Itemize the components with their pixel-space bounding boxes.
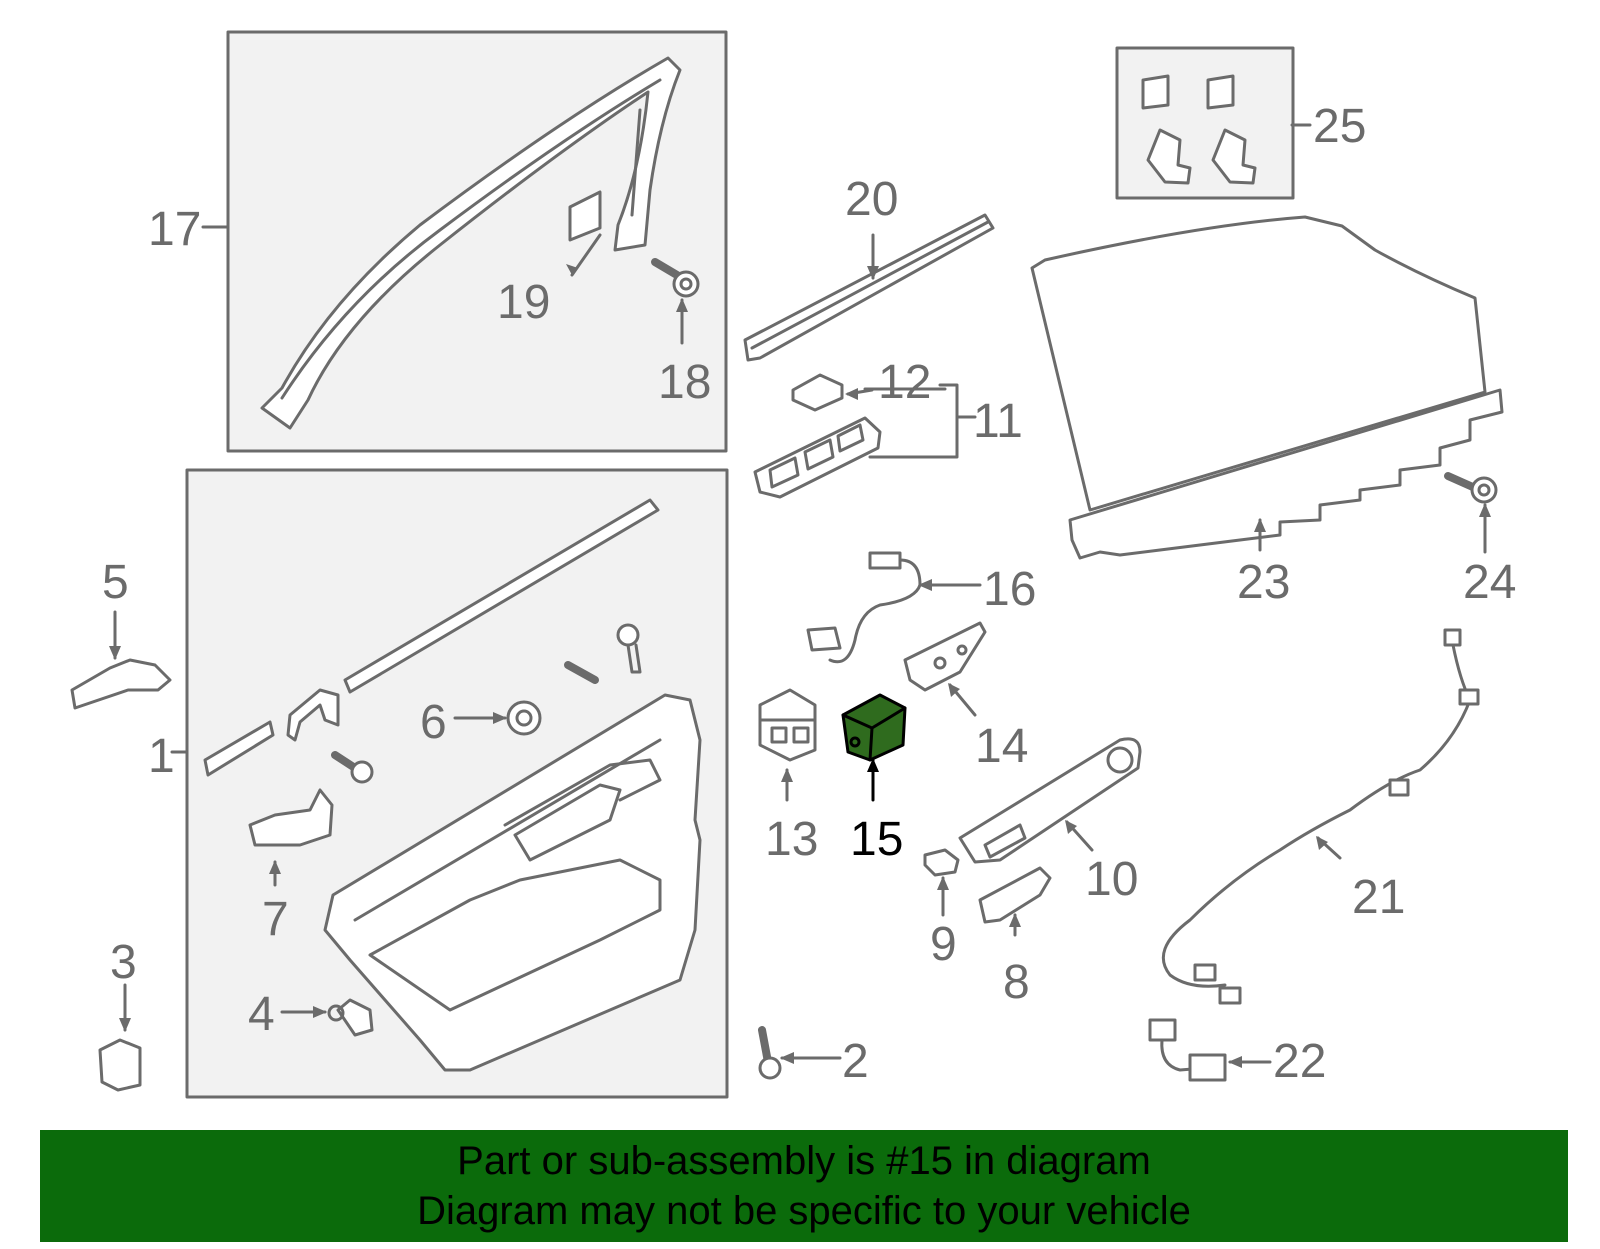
switch-part-13	[758, 688, 817, 762]
callout-22: 22	[1273, 1035, 1326, 1088]
arrowheads	[109, 264, 1491, 1068]
callout-8: 8	[1003, 956, 1030, 1009]
clips-part-25	[1141, 74, 1257, 185]
window-frame-molding	[260, 56, 682, 430]
belt-molding-part-20	[743, 213, 995, 362]
harness-part-16	[806, 551, 922, 664]
banner-line-part-info: Part or sub-assembly is #15 in diagram	[457, 1139, 1151, 1183]
callout-23: 23	[1237, 556, 1290, 609]
callout-10: 10	[1085, 853, 1138, 906]
banner-line-disclaimer: Diagram may not be specific to your vehi…	[417, 1189, 1191, 1233]
handle-part-8	[978, 866, 1052, 924]
info-banner: Part or sub-assembly is #15 in diagram D…	[40, 1130, 1568, 1242]
callout-15-highlighted: 15	[850, 813, 903, 866]
screw-part-18	[651, 258, 700, 298]
handle-bezel-part-10	[958, 737, 1142, 864]
callout-1: 1	[148, 730, 175, 783]
callout-3: 3	[110, 936, 137, 989]
callout-12: 12	[878, 356, 931, 409]
clip-part-4	[327, 998, 374, 1037]
callout-6: 6	[420, 696, 447, 749]
trim-strip-lower	[203, 720, 275, 777]
upper-trim-strip	[343, 498, 660, 694]
callout-13: 13	[765, 813, 818, 866]
callout-11: 11	[973, 395, 1023, 448]
callout-2: 2	[842, 1035, 869, 1088]
callout-20: 20	[845, 173, 898, 226]
screw-panel-mid	[331, 751, 374, 784]
harness-part-22	[1148, 1018, 1227, 1082]
bracket-part	[286, 688, 340, 742]
screw-panel-upper	[564, 623, 642, 684]
switch-part-15-highlighted	[841, 693, 907, 762]
harness-part-21	[1161, 628, 1480, 1005]
callout-14: 14	[975, 720, 1028, 773]
callout-16: 16	[983, 563, 1036, 616]
callout-labels: 17 19 18 20 12 11 25 16 23 24 5 6 1 14 1…	[102, 100, 1516, 1088]
callout-5: 5	[102, 556, 129, 609]
callout-18: 18	[658, 356, 711, 409]
callout-4: 4	[248, 988, 275, 1041]
switch-panel-part-14	[903, 621, 987, 692]
callout-7: 7	[262, 893, 289, 946]
door-trim-panel	[323, 693, 702, 1072]
callout-19: 19	[497, 276, 550, 329]
callout-24: 24	[1463, 556, 1516, 609]
pad-part-19	[568, 190, 602, 242]
callout-21: 21	[1352, 871, 1405, 924]
bolt-part-24	[1444, 472, 1498, 504]
callout-17: 17	[148, 203, 201, 256]
callout-25: 25	[1313, 100, 1366, 153]
clips-group-box	[1115, 46, 1295, 200]
grommet-part-6	[506, 700, 542, 736]
bracket-part-5	[70, 658, 172, 710]
cap-part-9	[923, 848, 960, 877]
window-glass-part-23	[1030, 215, 1504, 560]
switch-bezel-part-12	[791, 373, 844, 412]
parts-diagram: 17 19 18 20 12 11 25 16 23 24 5 6 1 14 1…	[70, 30, 1516, 1099]
pull-cup-part-7	[248, 788, 334, 847]
screw-part-2	[758, 1026, 782, 1080]
callout-9: 9	[930, 918, 957, 971]
switch-bezel-part-11	[753, 416, 882, 499]
clip-part-3	[98, 1038, 142, 1092]
